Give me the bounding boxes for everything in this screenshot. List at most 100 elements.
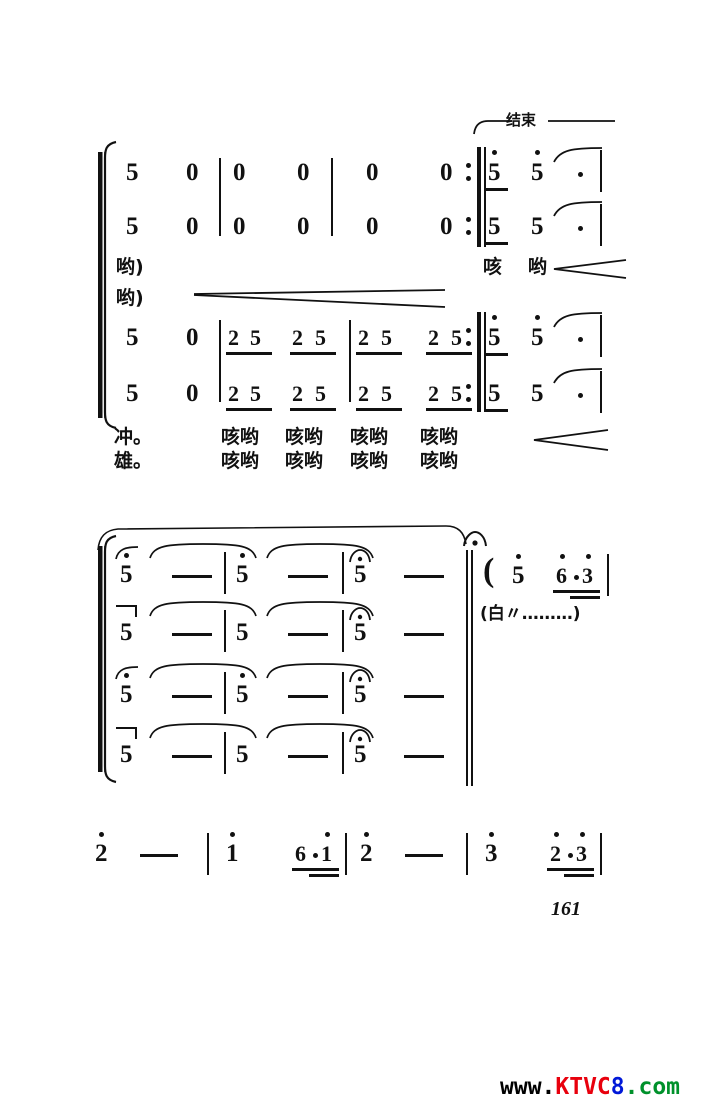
- repeat-dot: [466, 384, 471, 389]
- sustain-dash: [140, 854, 178, 857]
- octave-dot: [516, 554, 521, 559]
- fermata-icon: [348, 728, 372, 749]
- spoken-direction: (白〃………): [480, 604, 581, 624]
- octave-dot: [586, 554, 591, 559]
- octave-dot: [240, 673, 245, 678]
- tie-slur: [114, 665, 140, 686]
- beam: [553, 590, 600, 593]
- note: 5: [354, 741, 367, 768]
- octave-dot: [230, 832, 235, 837]
- note: 5: [120, 619, 133, 646]
- octave-dot: [124, 553, 129, 558]
- note: 5: [451, 325, 462, 350]
- lyric: 哟: [528, 256, 548, 278]
- barline: [342, 552, 344, 594]
- repeat-dot: [466, 163, 471, 168]
- octave-dot: [535, 150, 540, 155]
- note: 0: [297, 159, 310, 186]
- note: 0: [366, 213, 379, 240]
- sustain-dash: [172, 755, 212, 758]
- note: 5: [354, 681, 367, 708]
- beam: [292, 868, 339, 871]
- note: 5: [315, 381, 326, 406]
- barline: [219, 158, 221, 236]
- barline: [207, 833, 209, 875]
- barline: [466, 833, 468, 875]
- note: 6: [295, 841, 306, 866]
- watermark-www: www.: [500, 1074, 556, 1100]
- sustain-dash: [288, 755, 328, 758]
- octave-dot: [580, 832, 585, 837]
- note: 2: [358, 325, 369, 350]
- lyric: 咳哟: [350, 450, 389, 472]
- beam: [290, 352, 336, 355]
- repeat-dot: [466, 176, 471, 181]
- note: 5: [315, 325, 326, 350]
- barline: [331, 158, 333, 236]
- beam: [226, 352, 272, 355]
- repeat-barline-thick: [477, 147, 481, 247]
- sustain-dash: [404, 755, 444, 758]
- octave-dot: [492, 315, 497, 320]
- bracket-mark: [114, 725, 138, 746]
- barline: [600, 315, 602, 357]
- tie-slur: [552, 200, 604, 223]
- note: 5: [126, 213, 139, 240]
- note: 5: [126, 324, 139, 351]
- note: 5: [126, 159, 139, 186]
- note: 1: [226, 840, 239, 867]
- note: 3: [582, 563, 593, 588]
- note: 0: [233, 159, 246, 186]
- beam: [309, 874, 339, 877]
- beam: [356, 408, 402, 411]
- note: 2: [292, 381, 303, 406]
- bracket-mark: [114, 603, 138, 624]
- barline: [224, 552, 226, 594]
- octave-dot: [124, 673, 129, 678]
- note: 2: [95, 840, 108, 867]
- lyric: 咳哟: [285, 426, 324, 448]
- octave-dot: [240, 553, 245, 558]
- tie-slur: [148, 722, 258, 745]
- diminuendo-hairpin: [552, 258, 628, 285]
- octave-dot: [364, 832, 369, 837]
- note: 5: [381, 381, 392, 406]
- dotted-rhythm-dot: [578, 226, 583, 231]
- repeat-barline-thick: [477, 312, 481, 412]
- octave-dot: [492, 150, 497, 155]
- note: 5: [236, 681, 249, 708]
- diminuendo-hairpin: [532, 428, 610, 457]
- repeat-dot: [466, 397, 471, 402]
- phrase-slur: [96, 524, 468, 557]
- note: 5: [381, 325, 392, 350]
- lyric: 咳: [483, 256, 503, 278]
- note: 2: [360, 840, 373, 867]
- tie-slur: [265, 662, 375, 685]
- sustain-dash: [405, 854, 443, 857]
- beam: [486, 353, 508, 356]
- octave-dot: [554, 832, 559, 837]
- dotted-rhythm-dot: [578, 172, 583, 177]
- beam: [426, 352, 472, 355]
- ending-marking-label: 结束: [506, 111, 537, 129]
- fermata-icon: [348, 606, 372, 627]
- tie-slur: [148, 542, 258, 565]
- final-barline-2: [471, 550, 473, 786]
- note: 0: [440, 213, 453, 240]
- dotted-rhythm-dot: [574, 575, 579, 580]
- barline: [224, 672, 226, 714]
- octave-dot: [489, 832, 494, 837]
- note: 5: [236, 741, 249, 768]
- sustain-dash: [288, 633, 328, 636]
- tie-slur: [148, 600, 258, 623]
- note: 5: [120, 741, 133, 768]
- lyric: 雄。: [114, 450, 153, 472]
- tie-slur: [265, 542, 375, 565]
- note: 0: [186, 159, 199, 186]
- crescendo-hairpin: [192, 288, 447, 315]
- lyric: 咳哟: [420, 426, 459, 448]
- system-brace-icon: [94, 140, 120, 435]
- watermark-com: .com: [624, 1074, 681, 1100]
- tie-slur: [552, 146, 604, 169]
